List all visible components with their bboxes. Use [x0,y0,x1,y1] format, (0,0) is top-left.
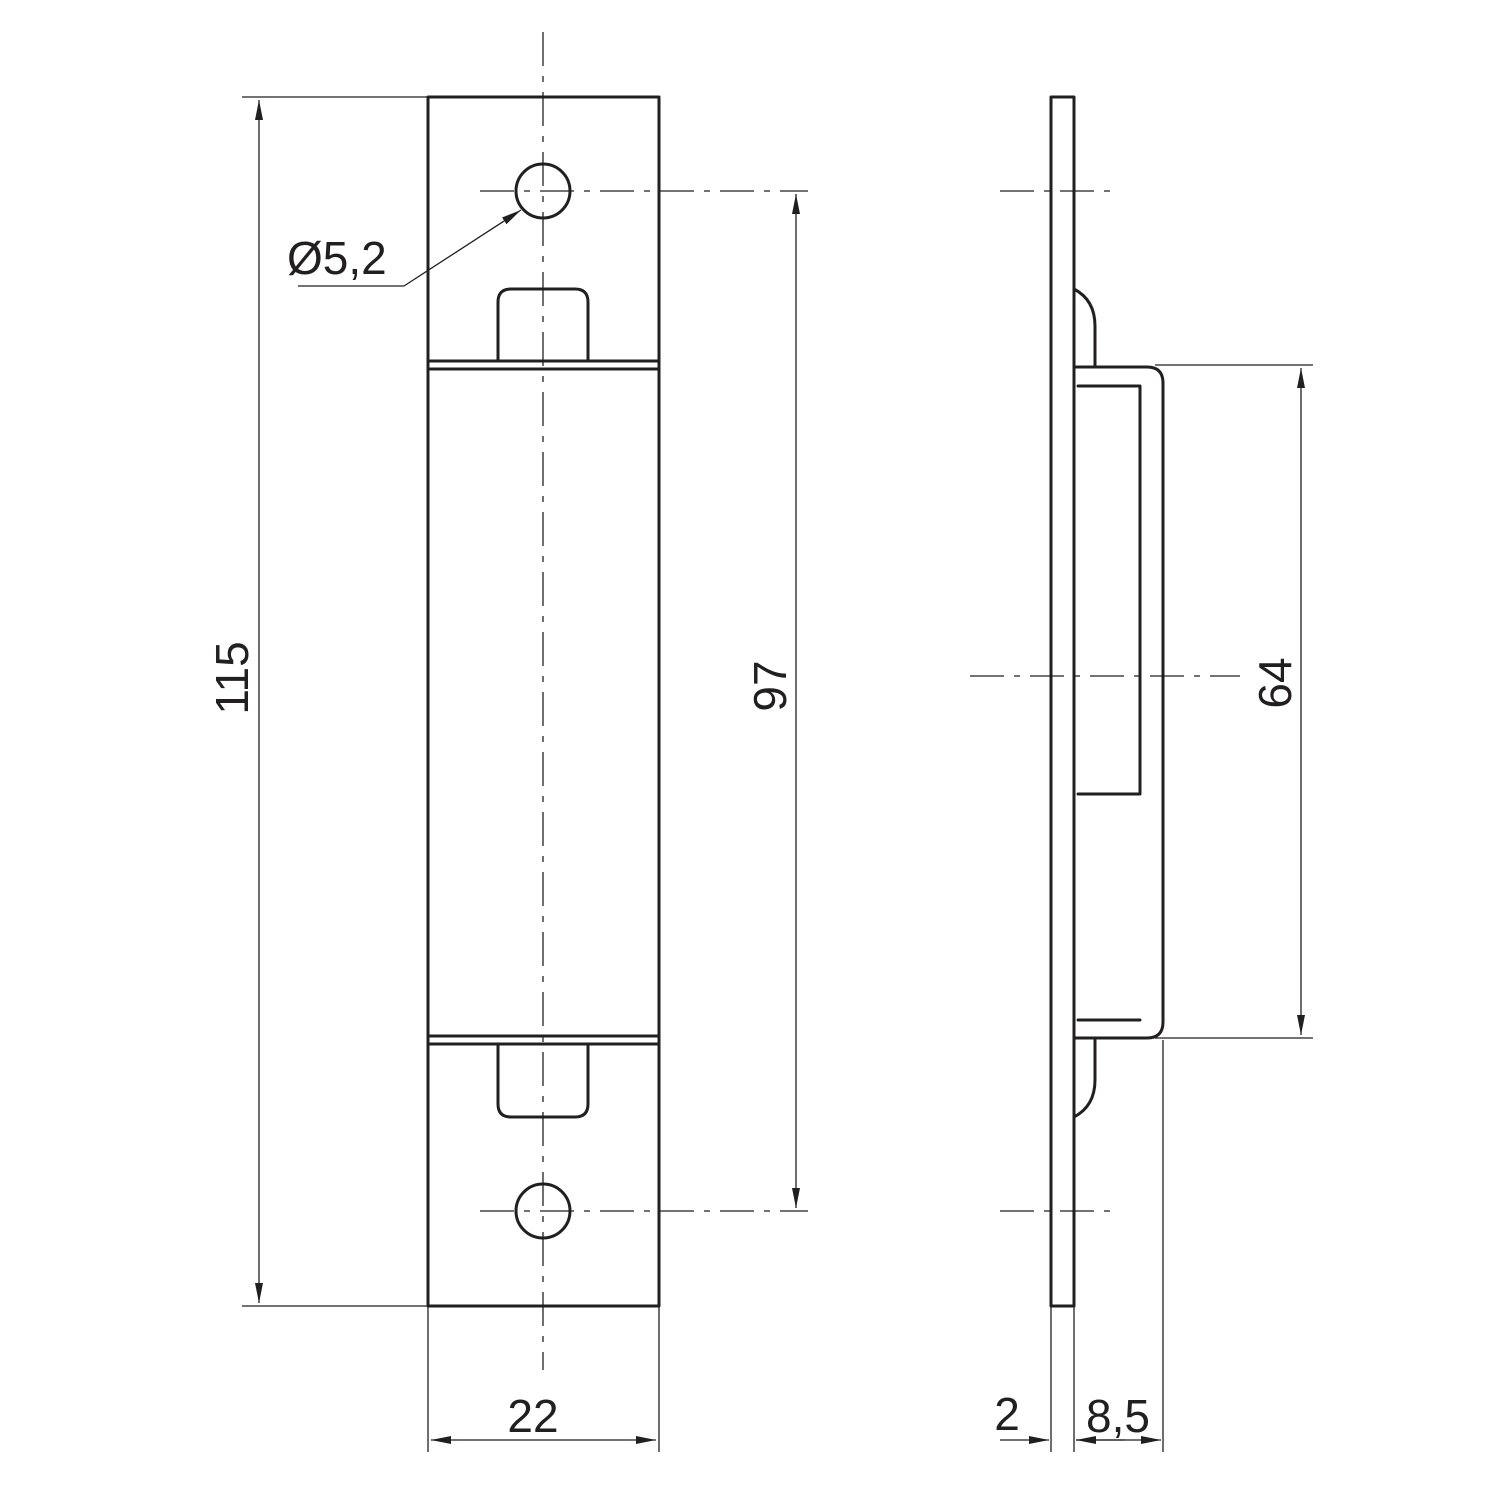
hole-spacing-label: 97 [744,660,796,711]
side-upper-tab [1072,287,1097,369]
plate-width-label: 22 [507,1390,558,1442]
overall-length-label: 115 [206,641,258,714]
side-box-inner [1076,384,1142,796]
side-lower-tab [1072,1038,1097,1119]
hole-diameter-label: Ø5,2 [287,232,387,284]
dimension-box-length: 64 [1155,364,1313,1039]
dimension-overall-length: 115 [206,96,428,1307]
side-box-outer [1072,365,1165,1040]
box-length-label: 64 [1249,657,1301,708]
dimension-side-widths: 2 8,5 [994,1040,1164,1452]
dimension-hole-spacing: 97 [744,194,800,1208]
plate-thickness-label: 2 [994,1388,1020,1440]
side-view [970,95,1240,1308]
dimension-hole-diameter: Ø5,2 [287,209,522,287]
box-depth-label: 8,5 [1086,1390,1150,1442]
side-plate-outline [1049,95,1076,1308]
dimension-plate-width: 22 [427,1306,660,1452]
front-view [426,32,808,1370]
